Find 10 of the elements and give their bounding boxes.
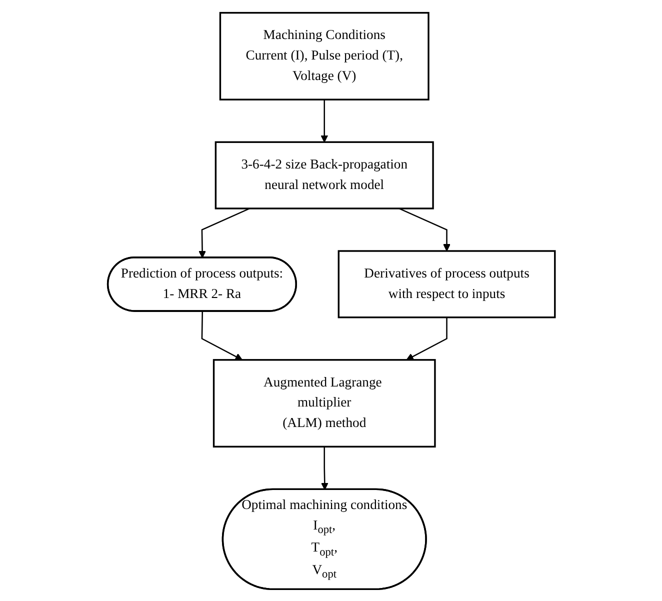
node-box: Machining Conditions Current (I), Pulse period (T), Voltage (V) [219,11,429,100]
arrow [406,316,448,360]
arrow [320,446,328,490]
arrow [398,207,450,251]
node-box: 3-6-4-2 size Back-propagation neural network model [214,140,434,209]
node-box: Derivatives of process outputs with respect to inputs [337,250,556,318]
arrow [320,99,328,142]
arrow [198,207,250,258]
node-box: Augmented Lagrange multiplier (ALM) method [212,358,436,448]
arrow [200,310,242,360]
